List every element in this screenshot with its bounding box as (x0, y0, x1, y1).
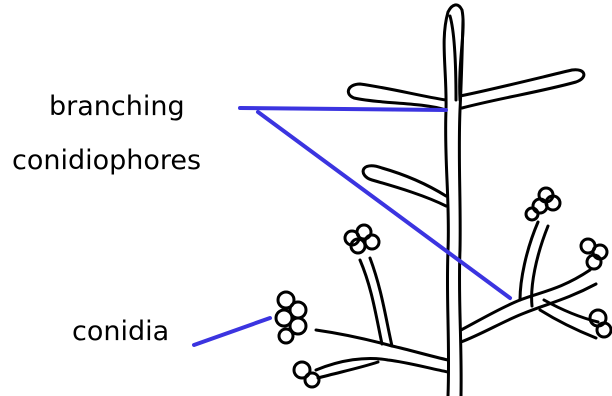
leader-line-conidia (192, 316, 272, 347)
main-stalk (442, 3, 465, 396)
middle-left-branch (361, 164, 448, 208)
label-conidia: conidia (72, 316, 170, 347)
conidia-cluster-left (274, 290, 308, 345)
lower-right-branch (459, 220, 600, 344)
leader-line-branching-upper (238, 106, 448, 112)
label-branching: branching (49, 91, 185, 122)
conidia-cluster-bottom-left (292, 360, 321, 389)
lower-left-branch (314, 256, 450, 380)
label-conidiophores: conidiophores (12, 145, 202, 176)
conidia-cluster-top-left (343, 223, 381, 255)
upper-right-branch (458, 68, 586, 110)
conidia-cluster-top-right (524, 186, 562, 222)
leader-line-branching-lower (256, 110, 512, 300)
conidia-cluster-right-bottom (588, 308, 612, 339)
conidia-cluster-far-right (579, 237, 609, 271)
upper-left-branch (346, 82, 448, 112)
